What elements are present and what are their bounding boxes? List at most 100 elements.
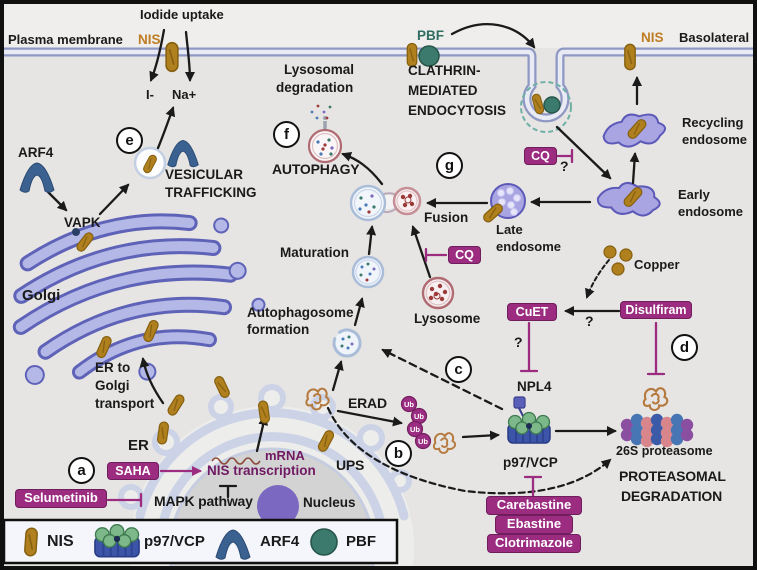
mrna-squiggle xyxy=(211,457,261,465)
carebastine-pill: Carebastine xyxy=(486,496,582,515)
legend-pbf-label: PBF xyxy=(346,533,376,550)
fusion-vesicles xyxy=(349,184,422,222)
ups-label: UPS xyxy=(336,457,365,473)
vapk-label: VAPK xyxy=(64,215,101,230)
pbf-in-pit xyxy=(543,96,561,114)
pbf-label: PBF xyxy=(417,28,444,43)
step-marker-g: g xyxy=(436,152,463,179)
nis-label-left: NIS xyxy=(138,32,161,47)
arf4-on-vesicle xyxy=(167,139,199,168)
lysosomal-degradation-label-2: degradation xyxy=(276,80,354,95)
iodide-ion-label: I- xyxy=(146,87,154,102)
autophagy-title: AUTOPHAGY xyxy=(272,161,360,177)
nis-label-right: NIS xyxy=(641,30,664,45)
late-endosome-label-2: endosome xyxy=(496,239,562,254)
clathrin-coat xyxy=(520,81,572,133)
ub-label: Ub xyxy=(418,437,428,446)
maturation-label: Maturation xyxy=(280,245,349,260)
er-to-golgi-label-3: transport xyxy=(95,396,155,411)
er-label: ER xyxy=(128,437,149,454)
lysosomal-degradation-spray xyxy=(310,104,332,120)
misfolded-nis-ubiquitinated xyxy=(432,432,457,454)
clotrimazole-pill: Clotrimazole xyxy=(487,534,581,553)
autophagosome-formation-label-1: Autophagosome xyxy=(247,305,354,320)
legend-nis-label: NIS xyxy=(47,533,74,550)
nucleus-label: Nucleus xyxy=(303,495,356,510)
nis-transcription-label: NIS transcription xyxy=(207,463,316,478)
lysosomal-degradation-label-1: Lysosomal xyxy=(284,62,355,77)
golgi-apparatus xyxy=(12,213,266,385)
clathrin-line2: MEDIATED xyxy=(408,83,478,98)
legend-p97-label: p97/VCP xyxy=(144,533,205,550)
selumetinib-pill: Selumetinib xyxy=(15,489,107,508)
lysosome-label: Lysosome xyxy=(414,311,481,326)
cq-pill-fusion: CQ xyxy=(448,246,481,265)
autophagosome-formation-label-2: formation xyxy=(247,322,310,337)
ub-label: Ub xyxy=(404,400,414,409)
proteasome-26s xyxy=(620,413,694,448)
pbf-protein xyxy=(418,45,440,67)
cuet-pill: CuET xyxy=(507,303,557,322)
step-marker-c: c xyxy=(445,356,472,383)
er-to-golgi-label-1: ER to xyxy=(95,360,131,375)
legend-arf4-label: ARF4 xyxy=(260,533,300,550)
copper-ions xyxy=(603,245,633,276)
maturation-vesicle xyxy=(351,255,385,289)
early-endosome-label-1: Early xyxy=(678,187,710,202)
autolysosome xyxy=(307,104,343,164)
dashed-arrows xyxy=(326,259,612,495)
p97-vcp-complex xyxy=(507,411,551,444)
step-marker-a: a xyxy=(68,457,95,484)
mapk-inhibition-bar xyxy=(218,484,238,499)
sodium-ion-label: Na+ xyxy=(172,87,197,102)
plasma-membrane-band xyxy=(3,47,754,123)
cq-pill-endocytosis: CQ xyxy=(524,147,557,166)
vesicular-trafficking-label-1: VESICULAR xyxy=(165,167,244,182)
vapk-dot xyxy=(72,228,80,236)
golgi-label: Golgi xyxy=(22,287,61,304)
copper-label: Copper xyxy=(634,257,680,272)
degraded-nis xyxy=(642,387,669,412)
early-endosome-label-2: endosome xyxy=(678,204,744,219)
fusion-label: Fusion xyxy=(424,210,469,225)
disulfiram-pill: Disulfiram xyxy=(620,301,692,320)
saha-pill: SAHA xyxy=(107,462,159,481)
proteasome-26s-label: 26S proteasome xyxy=(616,444,713,458)
er-to-golgi-label-2: Golgi xyxy=(95,378,130,393)
drug-action-lines xyxy=(106,148,666,508)
ebastine-pill: Ebastine xyxy=(495,515,573,534)
arf4-label: ARF4 xyxy=(18,145,54,160)
extracellular-space xyxy=(3,3,754,48)
question-mark-cuet: ? xyxy=(514,334,523,350)
ub-label: Ub xyxy=(414,412,424,421)
ubiquitin-chain: Ub Ub Ub Ub xyxy=(400,395,432,450)
npl4-label: NPL4 xyxy=(517,379,552,394)
arf4-protein xyxy=(19,162,55,193)
question-mark-disulfiram: ? xyxy=(585,313,594,329)
recycling-endosome-label-1: Recycling xyxy=(682,115,744,130)
erad-label: ERAD xyxy=(348,395,387,411)
autophagosome-forming xyxy=(332,328,362,358)
late-endosome-label-1: Late xyxy=(496,222,523,237)
iodide-uptake-label: Iodide uptake xyxy=(140,7,224,22)
nucleolus xyxy=(257,485,299,527)
recycling-endosome-label-2: endosome xyxy=(682,132,748,147)
proteasomal-degradation-label-2: DEGRADATION xyxy=(621,488,722,504)
clathrin-line1: CLATHRIN- xyxy=(408,63,481,78)
vesicular-trafficking-label-2: TRAFFICKING xyxy=(165,185,257,200)
p97-vcp-label: p97/VCP xyxy=(503,455,558,470)
plasma-membrane-label: Plasma membrane xyxy=(8,32,123,47)
step-marker-e: e xyxy=(116,127,143,154)
mapk-pathway-label: MAPK pathway xyxy=(154,493,253,509)
step-marker-f: f xyxy=(273,121,300,148)
mrna-label: mRNA xyxy=(265,448,305,463)
lysosome xyxy=(421,276,455,310)
clathrin-line3: ENDOCYTOSIS xyxy=(408,103,507,118)
npl4-subunit xyxy=(513,396,526,409)
question-mark-cq: ? xyxy=(560,158,569,174)
ub-label: Ub xyxy=(410,425,420,434)
step-marker-d: d xyxy=(671,334,698,361)
